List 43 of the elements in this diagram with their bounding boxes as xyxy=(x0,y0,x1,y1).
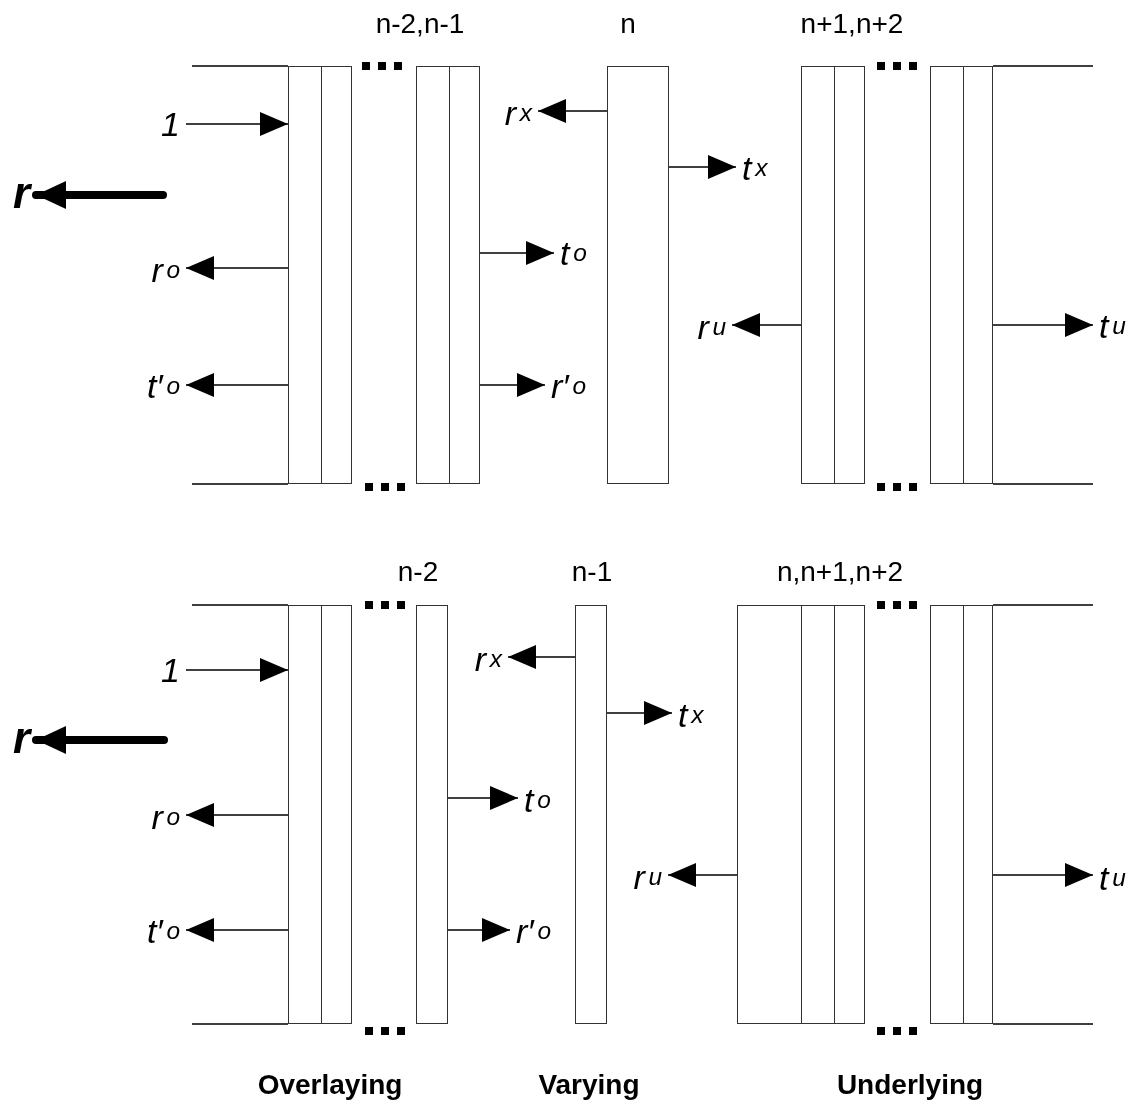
arrow xyxy=(731,313,802,337)
symbol-label: r xyxy=(2,168,36,218)
layer-box xyxy=(930,66,993,484)
arrow xyxy=(992,313,1094,337)
arrow xyxy=(447,786,519,810)
arrow xyxy=(606,701,673,725)
arrow xyxy=(479,241,555,265)
arrow xyxy=(537,99,608,123)
layer-box xyxy=(416,605,448,1024)
layer-index-label: n-2 xyxy=(397,558,439,586)
layer-box xyxy=(288,605,352,1024)
arrow xyxy=(667,863,738,887)
arrow xyxy=(185,918,289,942)
layer-index-label: n-1 xyxy=(571,558,613,586)
layer-index-label: n,n+1,n+2 xyxy=(776,558,904,586)
arrow xyxy=(185,256,289,280)
arrow xyxy=(668,155,737,179)
layer-box xyxy=(575,605,607,1024)
region-label: Overlaying xyxy=(257,1071,403,1099)
symbol-label: 1 xyxy=(140,104,186,144)
symbol-label: 1 xyxy=(140,650,186,690)
arrow xyxy=(992,863,1094,887)
layer-index-label: n-2,n-1 xyxy=(375,10,465,38)
arrow xyxy=(507,645,576,669)
arrow xyxy=(185,658,289,682)
layer-box xyxy=(737,605,865,1024)
layer-index-label: n xyxy=(620,10,636,38)
region-label: Varying xyxy=(538,1071,640,1099)
arrow xyxy=(185,373,289,397)
arrow xyxy=(32,181,167,209)
arrow xyxy=(185,112,289,136)
layer-box xyxy=(416,66,480,484)
arrow xyxy=(479,373,546,397)
arrow xyxy=(447,918,511,942)
layer-box xyxy=(288,66,352,484)
arrow xyxy=(32,726,168,754)
arrow xyxy=(185,803,289,827)
symbol-label: r xyxy=(2,713,36,763)
region-label: Underlying xyxy=(836,1071,984,1099)
layer-box xyxy=(930,605,993,1024)
layer-box xyxy=(607,66,669,484)
layer-index-label: n+1,n+2 xyxy=(800,10,904,38)
layer-box xyxy=(801,66,865,484)
